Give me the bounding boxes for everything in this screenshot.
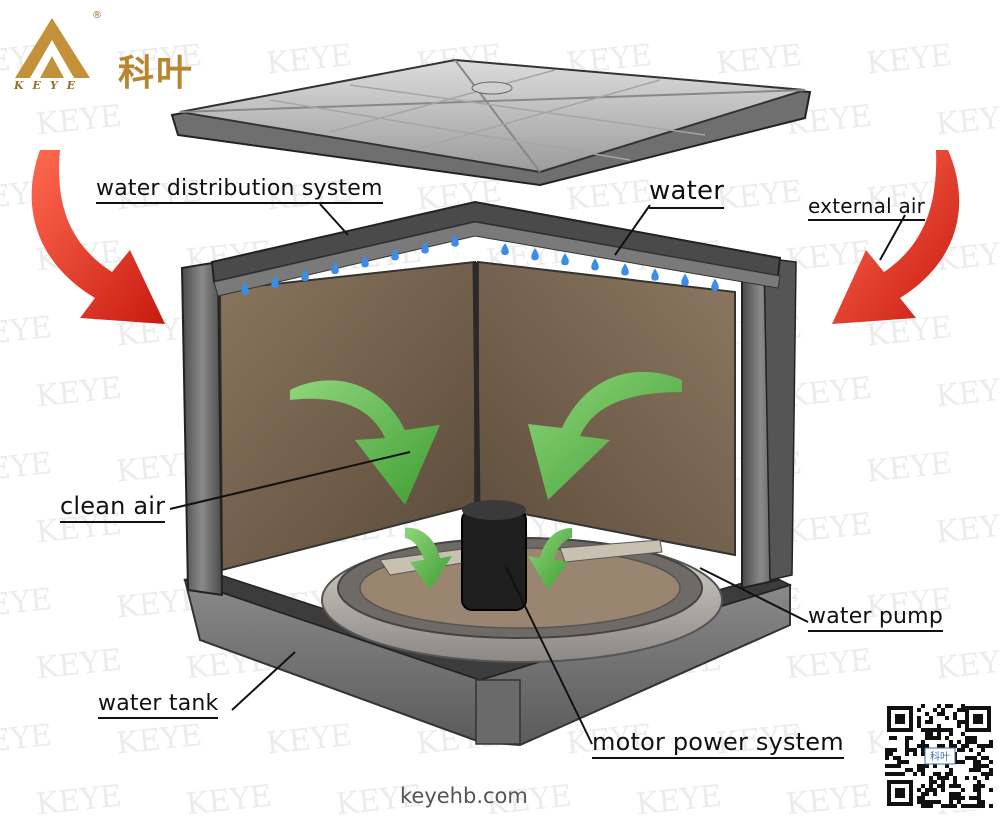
water-drop-icon (421, 241, 429, 254)
label-water-distribution-system: water distribution system (96, 176, 383, 204)
watermark-text: KEYE (34, 643, 123, 687)
water-drop-icon (361, 255, 369, 268)
watermark-text: KEYE (0, 446, 54, 490)
clean-air-arrow-small-right (528, 528, 572, 590)
frame (180, 257, 797, 597)
water-drop-icon (271, 275, 279, 288)
water-drop-icon (301, 269, 309, 282)
watermark-text: KEYE (0, 582, 54, 626)
watermark-text: KEYE (634, 779, 723, 818)
watermark-text: KEYE (934, 643, 1000, 687)
watermark-text: KEYE (934, 507, 1000, 551)
label-water: water (649, 176, 725, 209)
water-drop-icon (561, 253, 569, 266)
motor (461, 509, 527, 611)
watermark-text: KEYE (265, 718, 354, 762)
clean-air-arrow-right (528, 371, 682, 500)
water-drop-icon (391, 248, 399, 261)
brand-name-en: KEYE (14, 79, 85, 92)
watermark-text: KEYE (115, 718, 204, 762)
external-air-arrow-right (832, 150, 960, 324)
qr-code-icon: 科叶 (883, 702, 995, 810)
watermark-text: KEYE (784, 643, 873, 687)
label-motor-power-system: motor power system (592, 728, 844, 759)
leader-lines (169, 203, 906, 745)
label-water-pump: water pump (808, 604, 943, 632)
watermark-text: KEYE (865, 38, 954, 82)
lid (170, 58, 812, 187)
watermark-text: KEYE (565, 174, 654, 218)
label-clean-air: clean air (60, 492, 166, 523)
registered-mark: ® (92, 10, 102, 21)
watermark-text: KEYE (715, 38, 804, 82)
brand-name-cn: 科叶 (118, 53, 195, 94)
water-drop-icon (651, 268, 659, 281)
watermark-text: KEYE (34, 371, 123, 415)
qr-center-label: 科叶 (930, 750, 950, 763)
water-distribution-rail (210, 200, 782, 297)
water-drops (241, 234, 719, 295)
water-drop-icon (451, 234, 459, 247)
label-external-air: external air (808, 194, 926, 221)
website-url: keyehb.com (400, 784, 528, 808)
watermark-text: KEYE (784, 779, 873, 818)
watermark-text: KEYE (865, 446, 954, 490)
water-drop-icon (331, 262, 339, 275)
label-water-tank: water tank (98, 691, 219, 719)
watermark-text: KEYE (715, 174, 804, 218)
water-drop-icon (711, 278, 719, 291)
watermark-text: KEYE (184, 779, 273, 818)
watermark-text: KEYE (784, 507, 873, 551)
cooling-pad-left (218, 260, 476, 572)
watermark-text: KEYE (934, 371, 1000, 415)
watermark-text: KEYE (34, 779, 123, 818)
watermark-text: KEYE (265, 38, 354, 82)
external-air-arrow-left (31, 150, 166, 324)
water-drop-icon (241, 282, 249, 295)
watermark-text: KEYE (334, 779, 423, 818)
water-drop-icon (621, 263, 629, 276)
watermark-text: KEYE (484, 779, 573, 818)
watermark-text: KEYE (934, 99, 1000, 143)
brand-logo-icon: ® (15, 10, 102, 78)
watermark-text: KEYE (0, 310, 54, 354)
water-drop-icon (531, 248, 539, 261)
watermark-text: KEYE (34, 99, 123, 143)
watermark-text: KEYE (0, 718, 54, 762)
water-drop-icon (501, 243, 509, 256)
clean-air-arrow-left (290, 380, 440, 505)
clean-air-arrow-small-left (405, 527, 452, 590)
water-drop-icon (681, 273, 689, 286)
watermark-text: KEYE (784, 371, 873, 415)
water-drop-icon (591, 258, 599, 271)
